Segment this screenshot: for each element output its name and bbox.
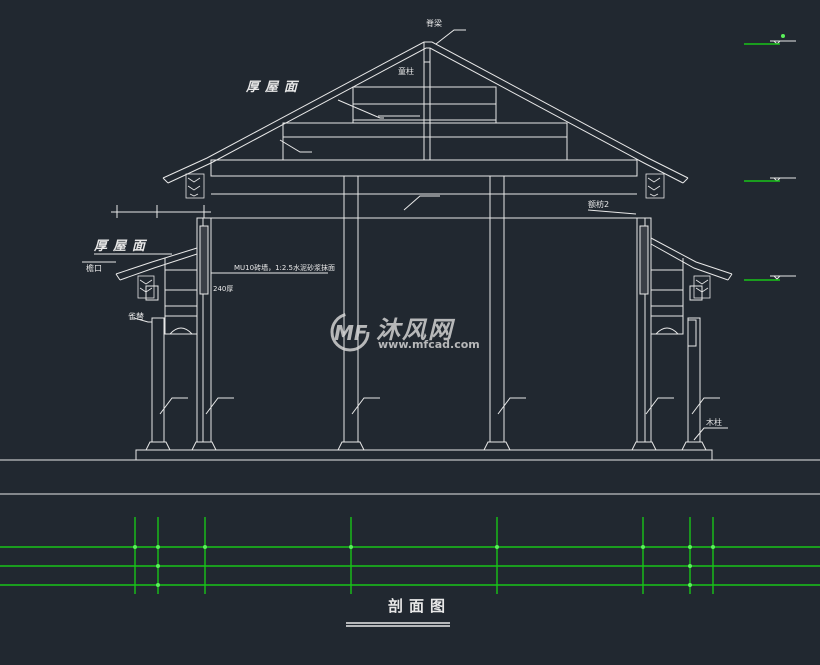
elevation-marks xyxy=(770,40,796,280)
column-label: 木柱 xyxy=(706,418,722,427)
brackets xyxy=(137,173,711,299)
svg-text:MF: MF xyxy=(334,321,368,345)
watermark-brand: 沐风网 xyxy=(376,316,454,344)
right-lean-to xyxy=(650,237,733,347)
left-lean-to xyxy=(82,211,328,335)
mfcad-logo-icon: MF xyxy=(330,312,370,352)
dimension-line-left xyxy=(116,205,205,218)
axis-ticks xyxy=(133,34,785,587)
ridge-beam-label: 脊梁 xyxy=(426,19,442,28)
bracket-label: 雀替 xyxy=(128,312,144,321)
columns xyxy=(145,175,728,451)
wall-note-label: MU10砖墙，1:2.5水泥砂浆抹面 xyxy=(234,264,336,272)
drawing-title: 剖面图 xyxy=(388,597,452,615)
watermark: MF 沐风网 www.mfcad.com xyxy=(328,308,498,356)
ground-line xyxy=(0,449,820,495)
main-roof xyxy=(162,29,689,219)
eave-label: 檐口 xyxy=(86,264,102,273)
upper-roof-label: 厚屋面 xyxy=(246,80,304,95)
lower-roof-label: 厚屋面 xyxy=(94,239,152,254)
watermark-url: www.mfcad.com xyxy=(378,338,480,351)
king-post-label: 童柱 xyxy=(398,67,414,76)
wall-thickness-label: 240厚 xyxy=(213,285,234,293)
beam-label: 额枋2 xyxy=(588,200,610,209)
